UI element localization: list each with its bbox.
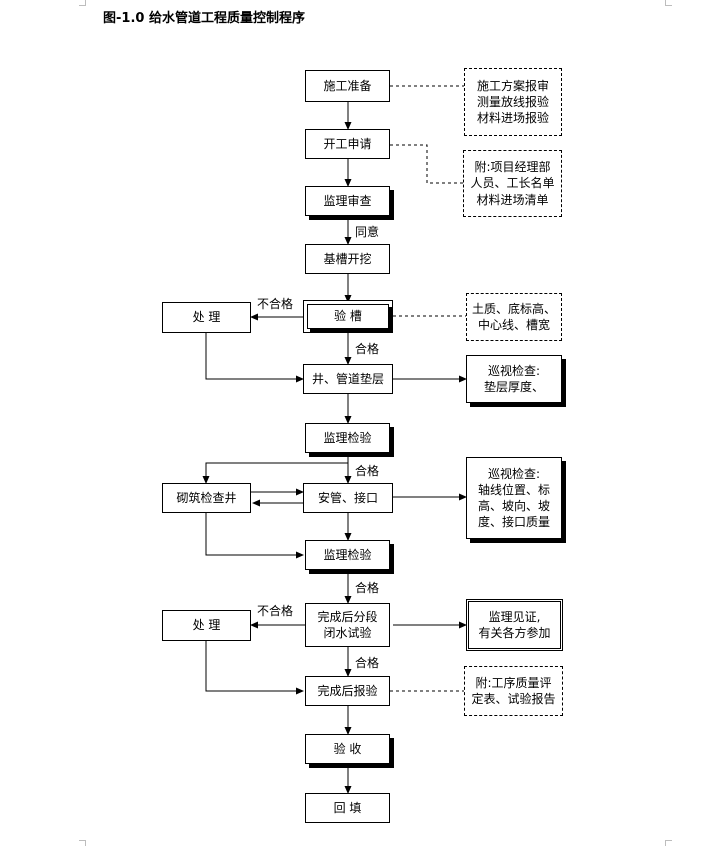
note-report-attachments: 附:工序质量评定表、试验报告 [464, 666, 563, 716]
note-patrol-cushion: 巡视检查:垫层厚度、 [466, 355, 562, 403]
node-acceptance: 验 收 [305, 734, 390, 764]
note-witness: 监理见证,有关各方参加 [466, 599, 563, 651]
node-start-application: 开工申请 [305, 129, 390, 159]
node-trench-inspection-inner: 验 槽 [307, 304, 389, 329]
label-pass-3: 合格 [354, 579, 381, 596]
node-supervision-check-2: 监理检验 [305, 540, 390, 570]
node-supervision-check-1: 监理检验 [305, 423, 390, 453]
page-corner-mark [85, 0, 86, 6]
label-pass-4: 合格 [354, 654, 381, 671]
node-handle-2: 处 理 [162, 610, 251, 641]
node-handle-1: 处 理 [162, 302, 251, 333]
page-corner-mark [79, 840, 85, 841]
page-corner-mark [79, 5, 85, 6]
edge-well-check2 [205, 513, 304, 559]
edge-handle1-cushion [205, 333, 304, 383]
note-prep-submissions: 施工方案报审测量放线报验材料进场报验 [464, 68, 562, 136]
edge-split-well [202, 462, 348, 484]
node-report-inspection: 完成后报验 [305, 676, 390, 706]
node-backfill: 回 填 [305, 793, 390, 823]
label-pass-2: 合格 [354, 462, 381, 479]
note-patrol-pipe: 巡视检查:轴线位置、标高、坡向、坡度、接口质量 [466, 457, 562, 539]
label-agree: 同意 [354, 223, 381, 240]
page-corner-mark [665, 0, 666, 6]
page-corner-mark [85, 840, 86, 846]
page-corner-mark [665, 840, 666, 846]
node-pipe-install-joint: 安管、接口 [303, 483, 393, 513]
page-corner-mark [666, 840, 672, 841]
node-well-pipe-cushion: 井、管道垫层 [303, 364, 393, 394]
diagram-title: 图-1.0 给水管道工程质量控制程序 [103, 11, 305, 26]
node-supervision-review: 监理审查 [305, 186, 390, 216]
node-construction-prep: 施工准备 [305, 70, 390, 102]
note-trench-check-items: 土质、底标高、中心线、槽宽 [466, 293, 562, 341]
node-trench-inspection: 验 槽 [303, 300, 393, 333]
label-pass-1: 合格 [354, 340, 381, 357]
node-water-closure-test: 完成后分段闭水试验 [305, 603, 390, 647]
node-build-inspection-well: 砌筑检查井 [162, 483, 251, 513]
label-fail-1: 不合格 [256, 295, 295, 312]
label-fail-2: 不合格 [256, 602, 295, 619]
edge-handle2-report [205, 641, 304, 695]
page-corner-mark [666, 5, 672, 6]
dash-apply-note2 [390, 144, 463, 184]
note-application-attachments: 附:项目经理部人员、工长名单材料进场清单 [463, 150, 562, 217]
node-trench-excavation: 基槽开挖 [305, 244, 390, 274]
